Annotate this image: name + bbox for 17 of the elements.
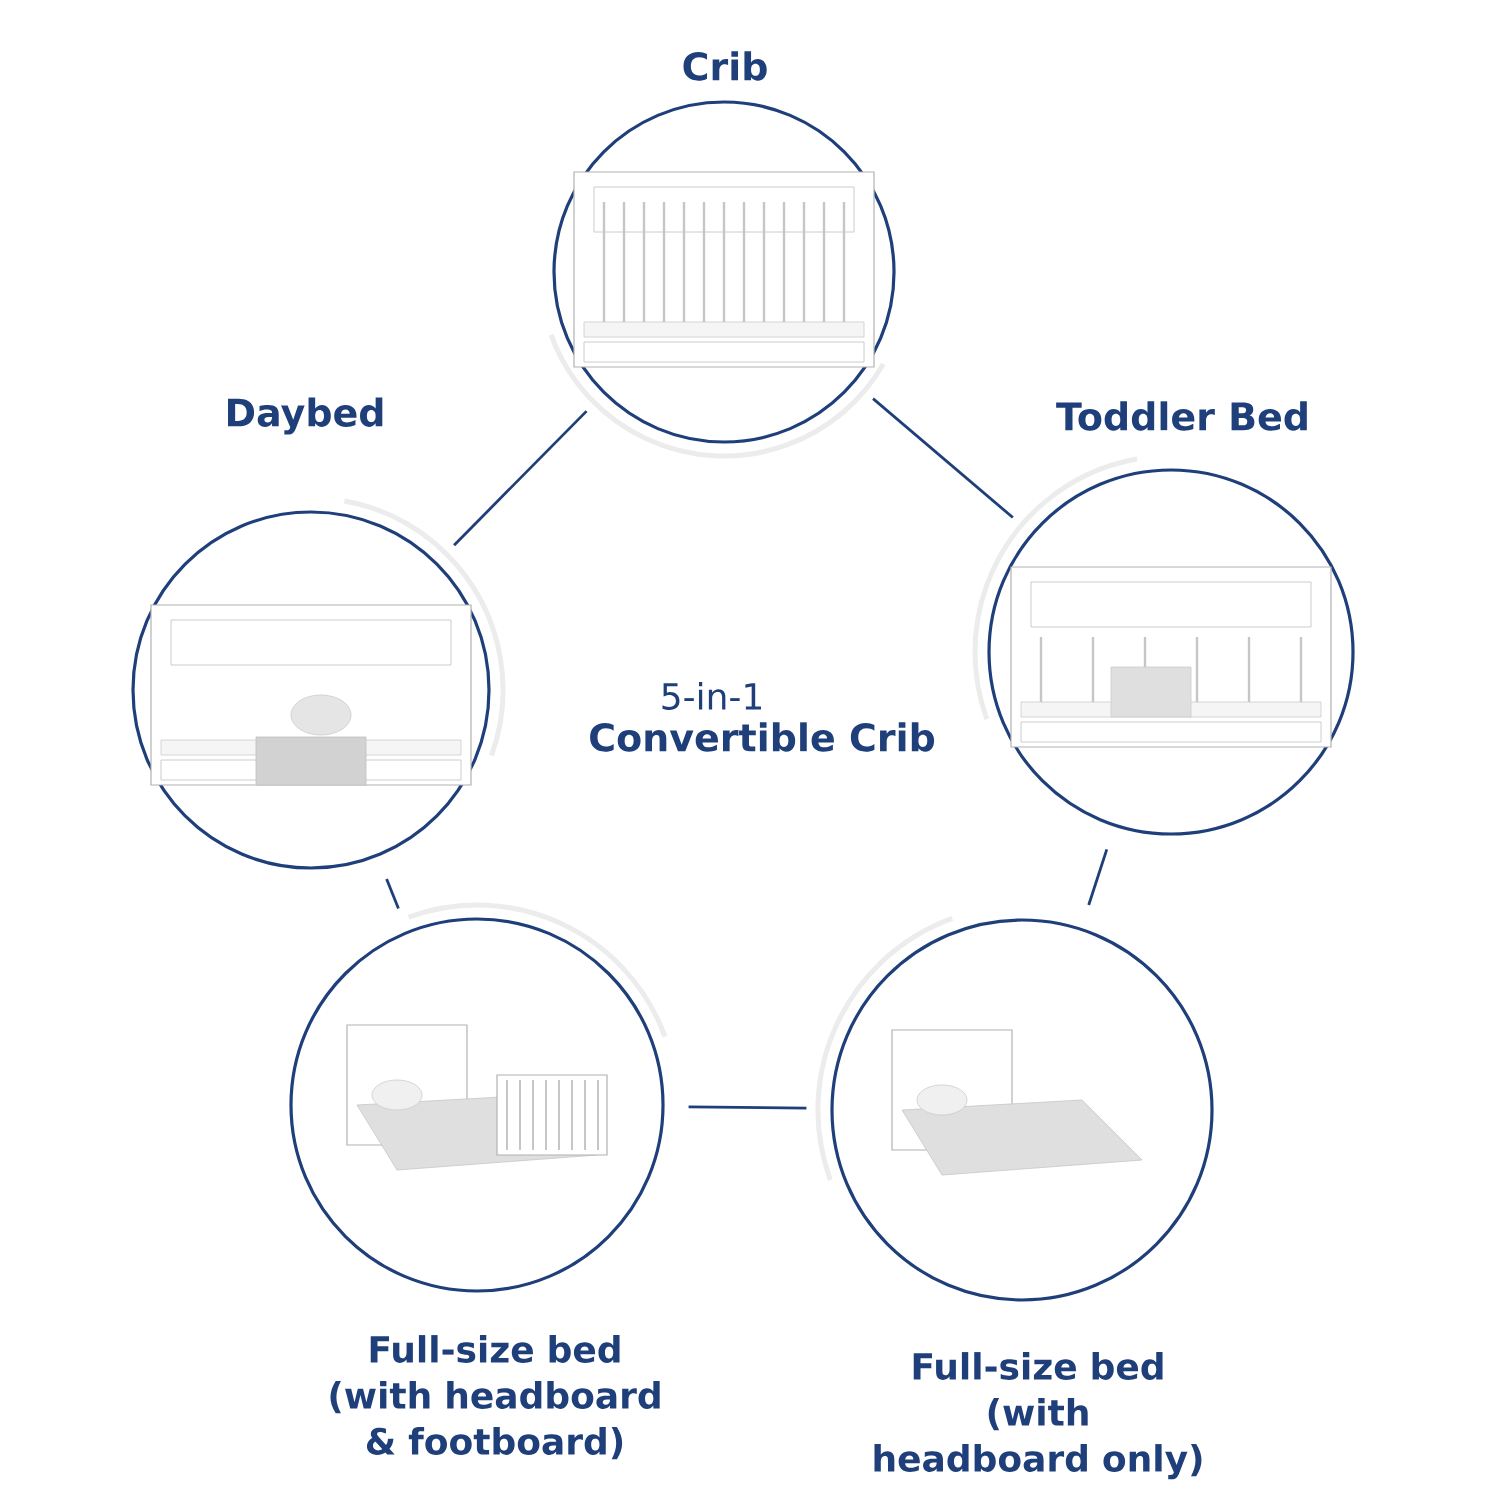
center-text: 5-in-1 bbox=[662, 682, 761, 710]
heading: Full-size bed (with headboard & footboard) bbox=[330, 1335, 660, 1460]
connector-line bbox=[688, 1105, 807, 1110]
connector-line bbox=[1087, 849, 1109, 906]
connector-line bbox=[453, 410, 588, 547]
connector-line bbox=[385, 878, 400, 910]
circle-frame bbox=[972, 401, 1355, 836]
circle-frame bbox=[548, 51, 896, 459]
heading: Daybed bbox=[228, 397, 383, 435]
connector-line bbox=[872, 397, 1014, 519]
circle-frame bbox=[131, 397, 506, 870]
circle-frame bbox=[289, 902, 668, 1460]
heading: Full-size bed (with headboard only) bbox=[874, 1352, 1202, 1480]
heading: Crib bbox=[683, 51, 767, 81]
circle-frame bbox=[815, 916, 1214, 1480]
center-title: Convertible Crib bbox=[590, 722, 935, 752]
heading: Toddler Bed bbox=[1056, 401, 1307, 431]
